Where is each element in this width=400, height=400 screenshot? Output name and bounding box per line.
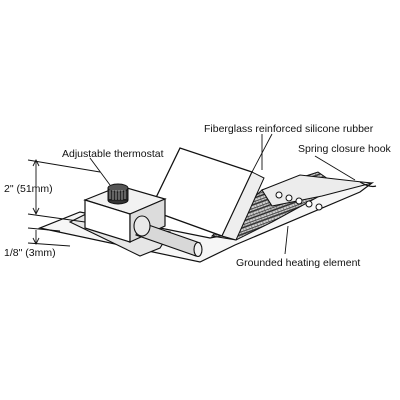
label-thermostat: Adjustable thermostat (62, 148, 164, 160)
label-thickness: 1/8" (3mm) (4, 247, 56, 259)
leader-lines (89, 133, 356, 255)
dimension-lines (27, 158, 101, 247)
label-fiberglass: Fiberglass reinforced silicone rubber (204, 123, 374, 135)
power-cord (133, 215, 203, 258)
silicone-sheet (149, 147, 265, 241)
label-spring-closure: Spring closure hook (298, 143, 392, 155)
closure-strip (261, 174, 377, 211)
thermostat-knob-icon (107, 183, 129, 205)
label-heating-element: Grounded heating element (236, 257, 360, 269)
label-height: 2" (51mm) (4, 183, 53, 195)
